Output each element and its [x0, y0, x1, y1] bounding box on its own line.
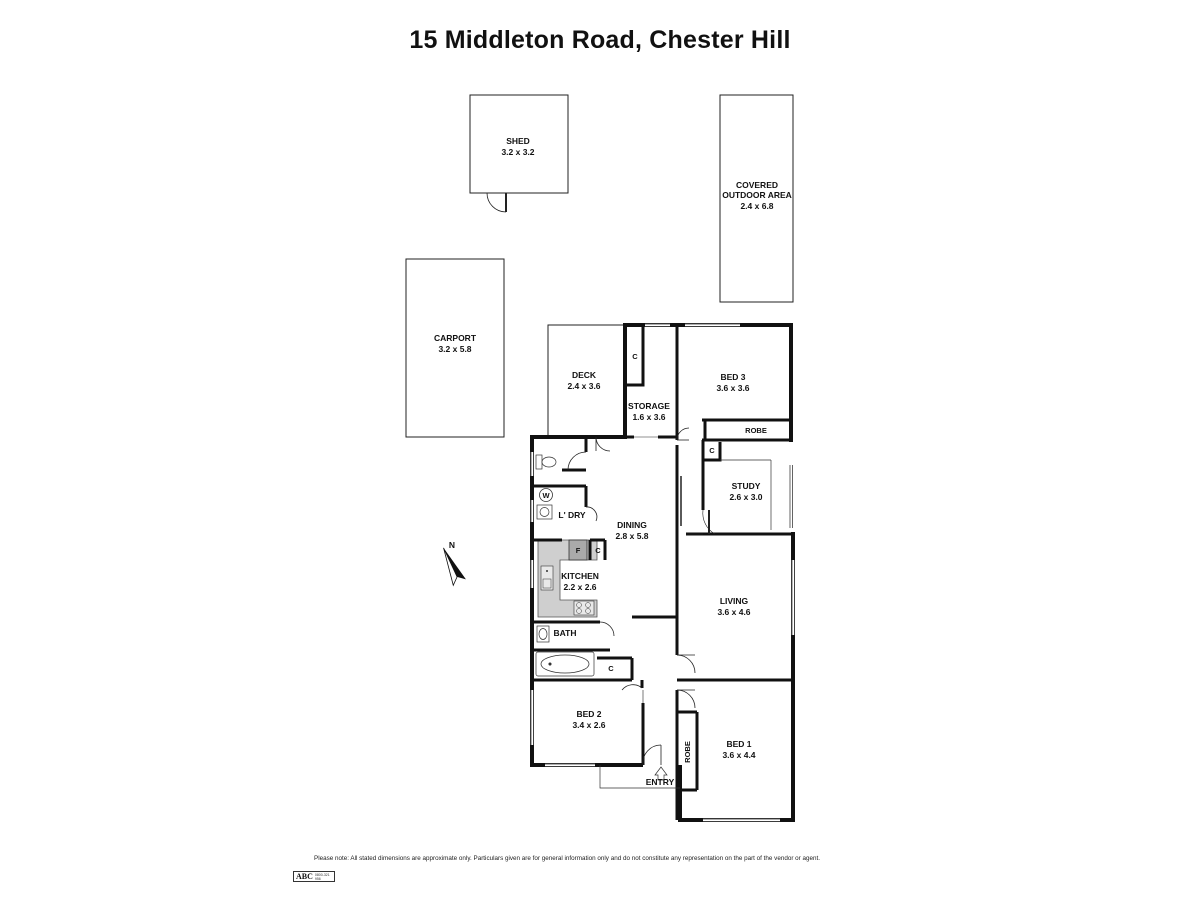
north-label: N — [449, 540, 455, 550]
covered-size: 2.4 x 6.8 — [740, 201, 773, 211]
page-title: 15 Middleton Road, Chester Hill — [409, 26, 791, 54]
logo-phone: 0800-321 956 — [314, 872, 330, 881]
deck: DECK 2.4 x 3.6 — [547, 324, 625, 437]
deck-label: DECK — [572, 370, 597, 380]
agency-logo: ABC 0800-321 956 — [293, 871, 335, 882]
carport-size: 3.2 x 5.8 — [438, 344, 471, 354]
shed-size: 3.2 x 3.2 — [501, 147, 534, 157]
fridge-label: F — [576, 546, 581, 555]
storage-cupboard-label: C — [632, 352, 638, 361]
interior-walls — [532, 325, 793, 820]
bed2-label: BED 2 — [576, 709, 601, 719]
study-size: 2.6 x 3.0 — [729, 492, 762, 502]
logo-text: ABC — [296, 872, 313, 881]
bath-cupboard-label: C — [608, 664, 614, 673]
kitchen-bench — [537, 539, 598, 618]
doors — [567, 427, 716, 766]
washer-label: W — [542, 491, 550, 500]
bed1-robe-label: ROBE — [683, 741, 692, 763]
shed-label: SHED — [506, 136, 530, 146]
kitchen-cupboard-label: C — [595, 546, 601, 555]
bed3-robe-label: ROBE — [745, 426, 767, 435]
north-arrow-icon — [443, 547, 466, 587]
laundry-label: L' DRY — [558, 510, 586, 520]
covered-label-1: COVERED — [736, 180, 778, 190]
fixtures — [535, 454, 772, 789]
bed3-size: 3.6 x 3.6 — [716, 383, 749, 393]
window-lines — [530, 323, 795, 822]
bath-label: BATH — [554, 628, 577, 638]
dining-label: DINING — [617, 520, 647, 530]
kitchen-size: 2.2 x 2.6 — [563, 582, 596, 592]
living-size: 3.6 x 4.6 — [717, 607, 750, 617]
bed1-label: BED 1 — [726, 739, 751, 749]
storage-size: 1.6 x 3.6 — [632, 412, 665, 422]
bed1-size: 3.6 x 4.4 — [722, 750, 755, 760]
dining-size: 2.8 x 5.8 — [615, 531, 648, 541]
carport-label: CARPORT — [434, 333, 477, 343]
shed: SHED 3.2 x 3.2 — [469, 94, 569, 213]
living-label: LIVING — [720, 596, 749, 606]
deck-size: 2.4 x 3.6 — [567, 381, 600, 391]
study-label: STUDY — [732, 481, 761, 491]
carport: CARPORT 3.2 x 5.8 — [405, 258, 505, 438]
study-cupboard-label: C — [709, 446, 715, 455]
kitchen-label: KITCHEN — [561, 571, 599, 581]
washer-icon: W — [539, 488, 553, 502]
windows — [530, 323, 795, 822]
covered-outdoor-area: COVERED OUTDOOR AREA 2.4 x 6.8 — [719, 94, 794, 303]
covered-label-2: OUTDOOR AREA — [722, 190, 792, 200]
disclaimer-text: Please note: All stated dimensions are a… — [314, 855, 821, 862]
bed3-label: BED 3 — [720, 372, 745, 382]
entry-label: ENTRY — [646, 777, 675, 787]
bed2-size: 3.4 x 2.6 — [572, 720, 605, 730]
storage-label: STORAGE — [628, 401, 670, 411]
